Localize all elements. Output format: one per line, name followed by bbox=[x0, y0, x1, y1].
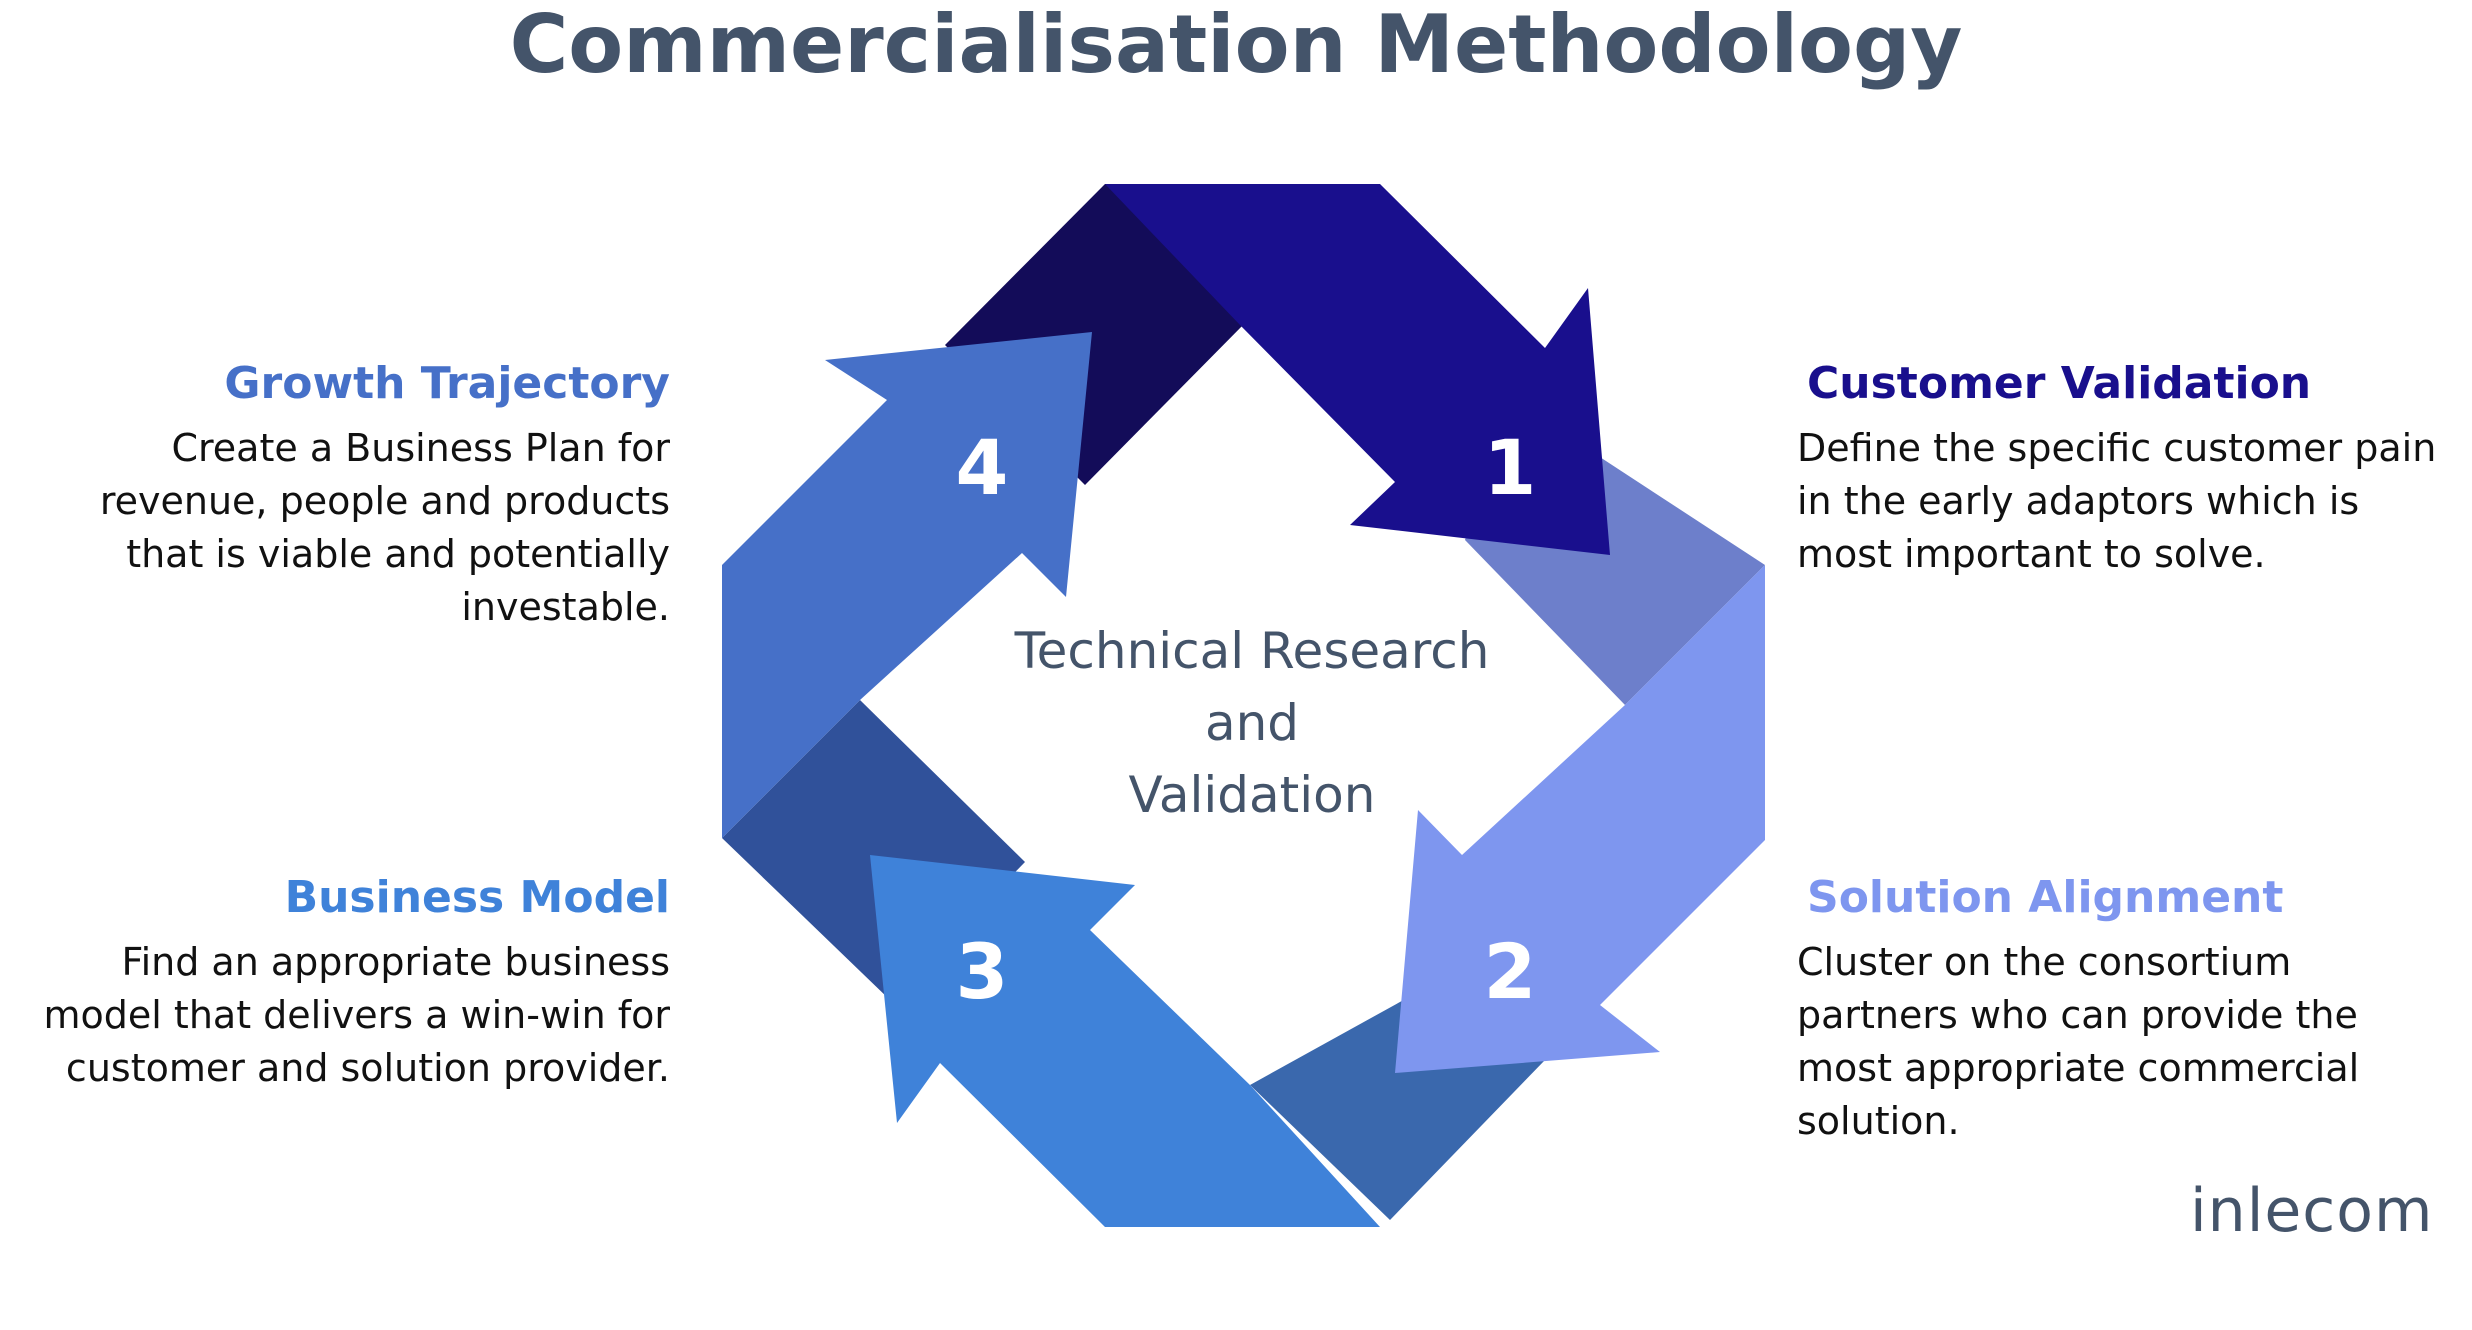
inlecom-logo: inlecom bbox=[2190, 1176, 2434, 1246]
step-block-customer-validation: Customer Validation Define the specific … bbox=[1797, 356, 2457, 581]
center-label-line-3: Validation bbox=[1129, 766, 1376, 824]
step-number-2: 2 bbox=[1484, 927, 1537, 1016]
step-block-growth-trajectory: Growth Trajectory Create a Business Plan… bbox=[0, 356, 670, 634]
center-label-line-2: and bbox=[1205, 694, 1299, 752]
step-block-solution-alignment: Solution Alignment Cluster on the consor… bbox=[1797, 870, 2457, 1148]
step-description: Cluster on the consortium partners who c… bbox=[1797, 940, 2360, 1143]
step-heading: Solution Alignment bbox=[1807, 872, 2284, 923]
step-heading: Growth Trajectory bbox=[224, 358, 670, 409]
arrow-step-1 bbox=[1105, 184, 1610, 555]
step-heading: Business Model bbox=[284, 872, 670, 923]
arrow-step-4 bbox=[722, 332, 1092, 838]
page-title: Commercialisation Methodology bbox=[509, 0, 1963, 91]
step-number-1: 1 bbox=[1484, 423, 1537, 512]
arrow-step-2 bbox=[1395, 565, 1765, 1073]
step-description: Find an appropriate business model that … bbox=[43, 940, 670, 1090]
arrow-step-3 bbox=[870, 855, 1380, 1227]
step-block-business-model: Business Model Find an appropriate busin… bbox=[0, 870, 670, 1095]
step-description: Define the specific customer pain in the… bbox=[1797, 426, 2437, 576]
step-number-3: 3 bbox=[956, 927, 1009, 1016]
step-description: Create a Business Plan for revenue, peop… bbox=[99, 426, 670, 629]
step-heading: Customer Validation bbox=[1807, 358, 2312, 409]
step-number-4: 4 bbox=[956, 423, 1009, 512]
center-label-line-1: Technical Research bbox=[1014, 622, 1490, 680]
